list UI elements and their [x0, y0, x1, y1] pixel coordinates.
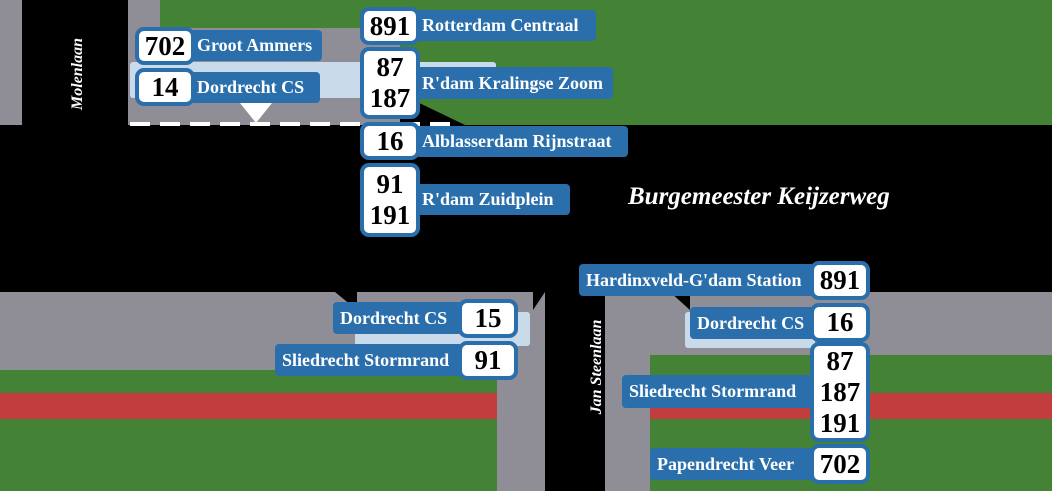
line-number: 891	[369, 10, 411, 41]
stop-destination-label[interactable]: Sliedrecht Stormrand	[622, 375, 815, 408]
bus-line-badge[interactable]: 891	[360, 7, 420, 45]
bus-line-badge[interactable]: 14	[135, 68, 195, 106]
stop-destination-label[interactable]: Rotterdam Centraal	[415, 10, 596, 41]
stop-destination-label[interactable]: Dordrecht CS	[333, 302, 463, 334]
bike-lane	[0, 393, 497, 419]
line-number: 191	[369, 200, 411, 230]
line-number: 14	[151, 71, 179, 102]
line-number: 87	[826, 345, 854, 376]
stop-destination-label[interactable]: Hardinxveld-G'dam Station	[579, 264, 815, 296]
stop-destination-label[interactable]: R'dam Kralingse Zoom	[415, 67, 613, 99]
street-name-molenlaan: Molenlaan	[69, 38, 86, 111]
bus-line-badge[interactable]: 15	[458, 299, 518, 338]
stop-destination-label[interactable]: Dordrecht CS	[690, 307, 815, 339]
stop-destination-label[interactable]: Alblasserdam Rijnstraat	[415, 126, 628, 157]
line-number: 187	[819, 376, 861, 407]
stop-destination-label[interactable]: Dordrecht CS	[190, 72, 320, 103]
line-number: 15	[474, 303, 502, 333]
stop-destination-label[interactable]: R'dam Zuidplein	[415, 184, 570, 215]
bus-line-badge[interactable]: 891	[810, 261, 870, 300]
street-name-main: Burgemeester Keijzerweg	[628, 183, 890, 210]
line-number: 16	[826, 307, 854, 337]
line-number: 91	[376, 169, 404, 199]
line-number: 702	[144, 30, 186, 61]
stop-destination-label[interactable]: Groot Ammers	[190, 30, 322, 61]
line-number: 91	[474, 345, 502, 375]
dashed-stop-line	[130, 122, 455, 126]
bus-line-badge[interactable]: 702	[135, 27, 195, 65]
line-number: 702	[819, 448, 861, 479]
line-number: 87	[376, 52, 404, 82]
stop-destination-label[interactable]: Papendrecht Veer	[650, 448, 815, 480]
line-number: 16	[376, 125, 404, 156]
line-number: 891	[819, 265, 861, 295]
bus-line-badge[interactable]: 91	[458, 341, 518, 380]
bus-line-badge[interactable]: 16	[360, 122, 420, 160]
line-number: 191	[819, 407, 861, 438]
line-number: 187	[369, 83, 411, 113]
stop-destination-label[interactable]: Sliedrecht Stormrand	[275, 344, 463, 376]
sidewalk	[0, 0, 22, 125]
bus-line-badge[interactable]: 16	[810, 303, 870, 342]
street-name-jan-steenlaan: Jan Steenlaan	[588, 319, 605, 415]
bus-line-badge[interactable]: 702	[810, 444, 870, 484]
grass	[0, 370, 497, 491]
